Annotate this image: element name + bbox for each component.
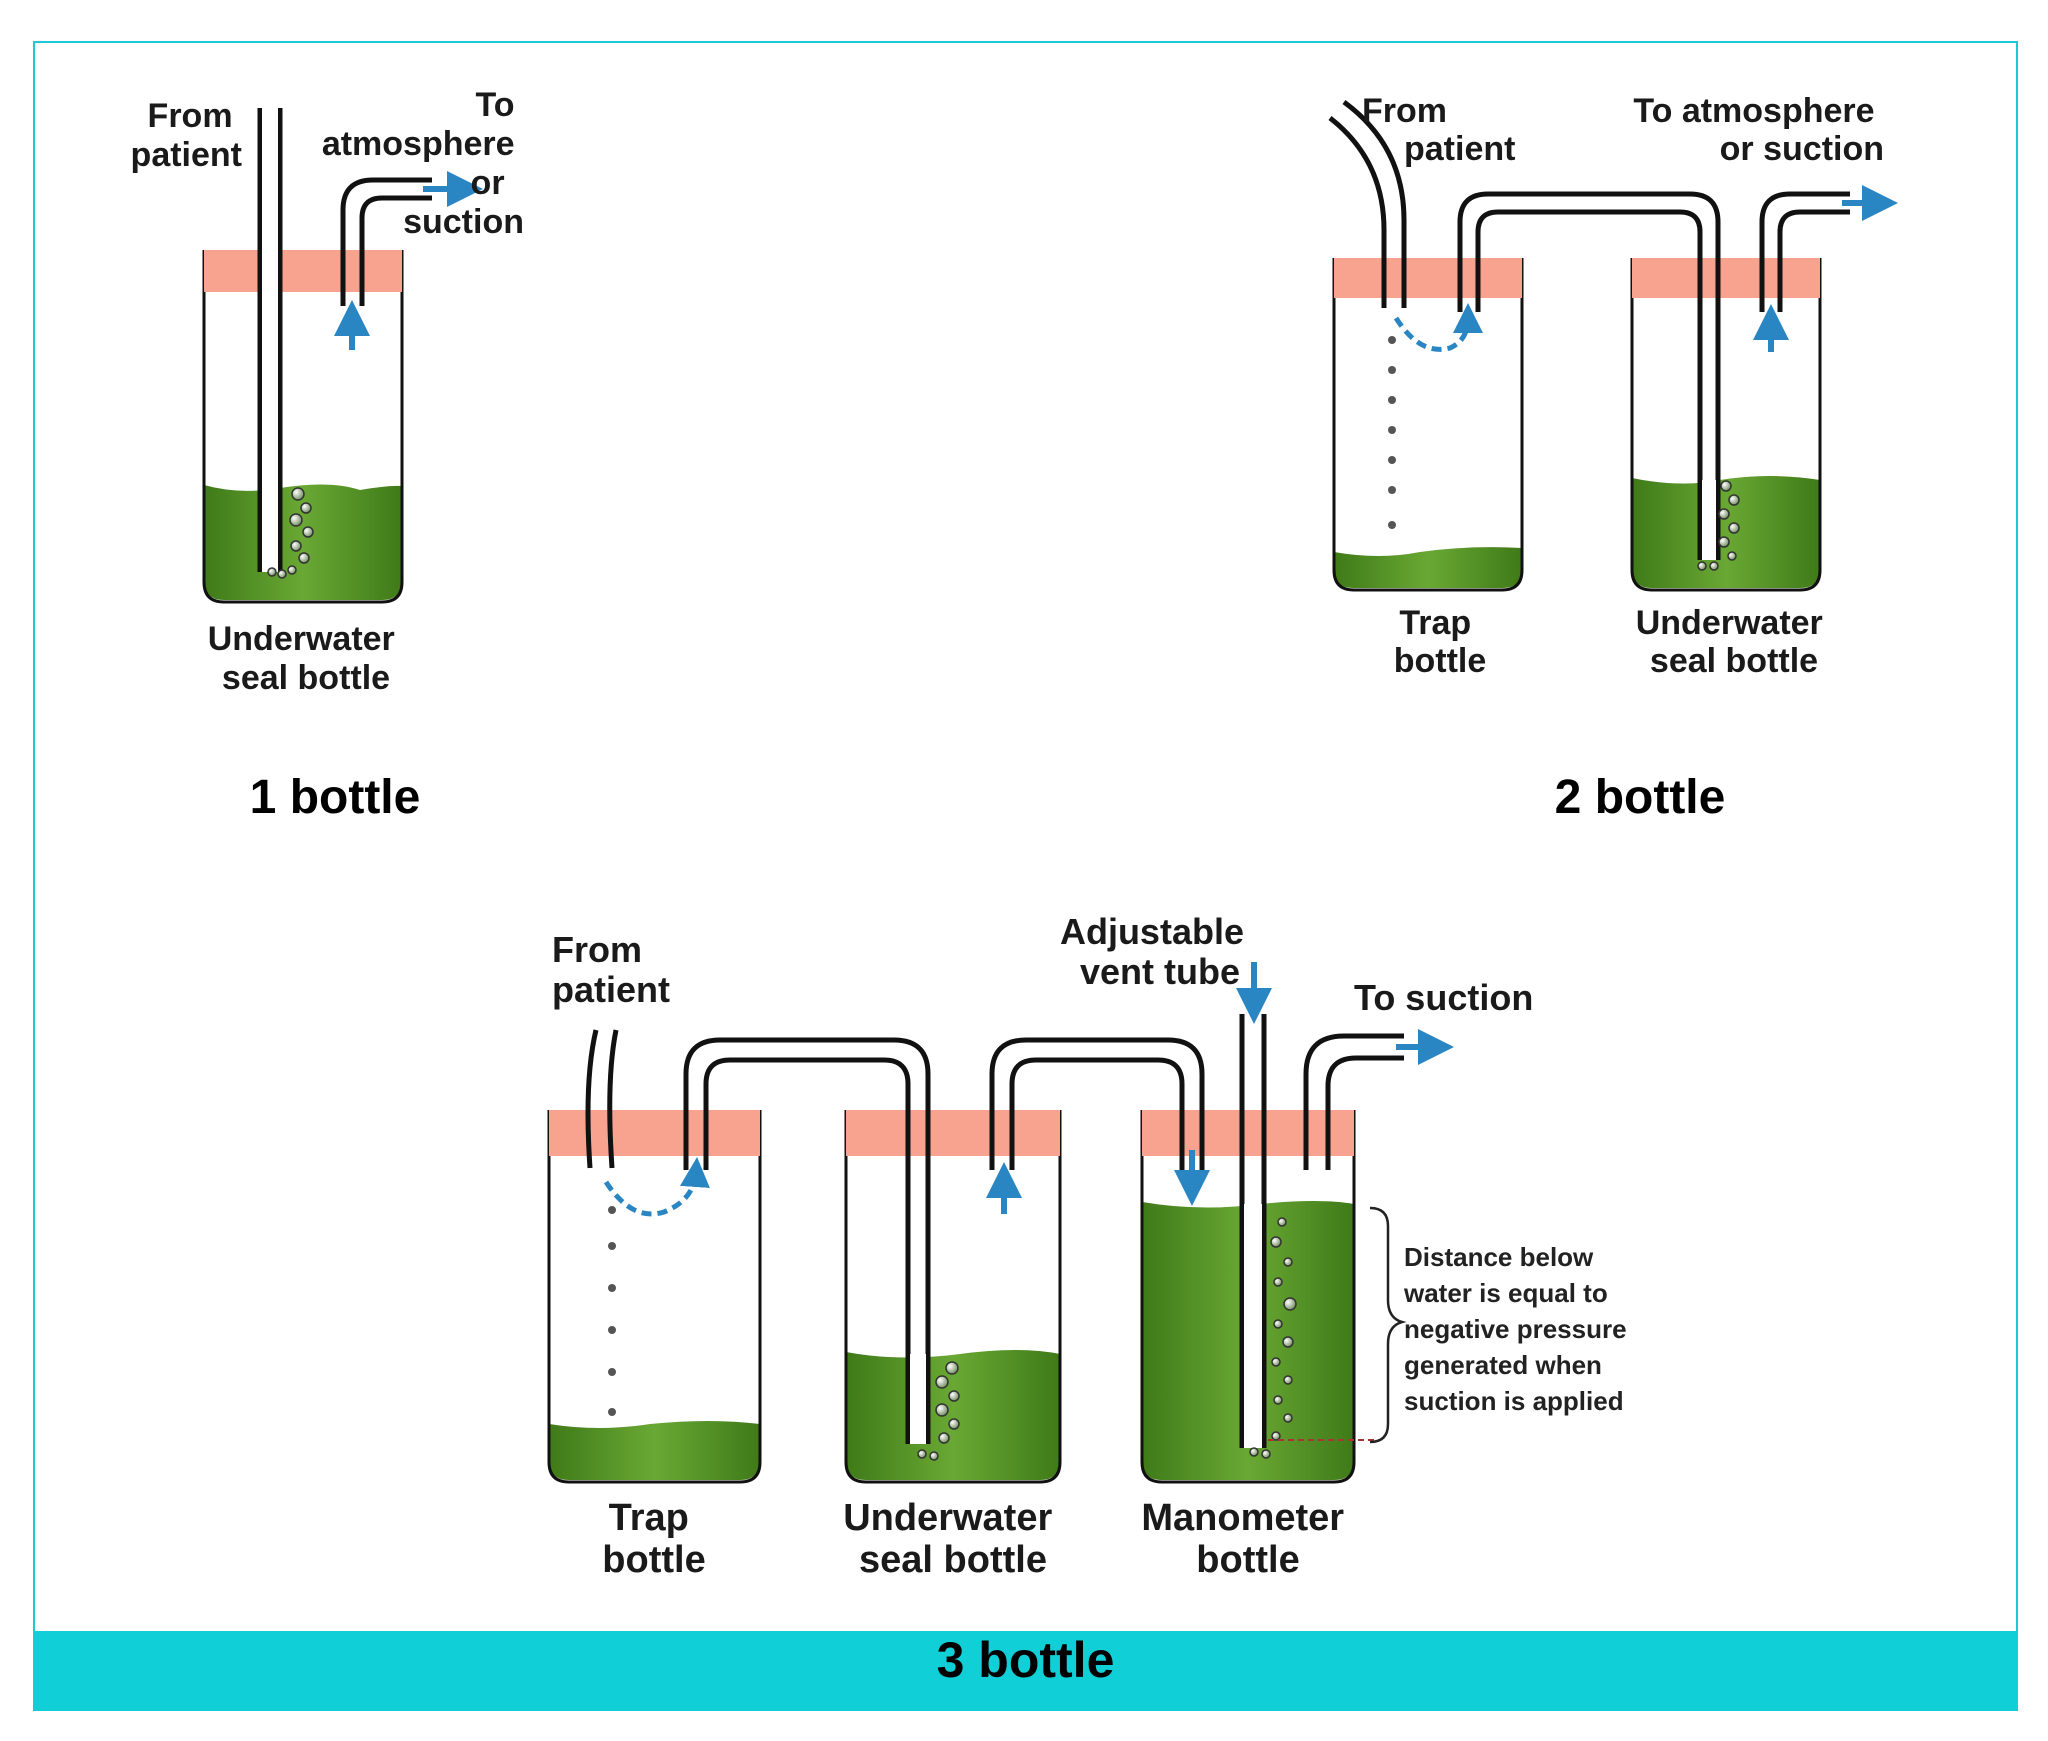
bubbles (917, 1361, 960, 1461)
bubbles (267, 487, 314, 579)
to-atmosphere-label: To atmosphere or suction (1633, 92, 1884, 168)
bottle-stopper (1632, 258, 1820, 298)
depth-brace (1369, 1206, 1407, 1444)
bottle-stopper (1334, 258, 1522, 298)
panel-caption: 2 bottle (1555, 771, 1726, 824)
from-patient-label: From patient (552, 929, 670, 1010)
seal-bottle-outline (844, 1110, 1062, 1484)
seal-bottle-label: Underwater seal bottle (1636, 604, 1833, 680)
water-fill (1334, 547, 1522, 588)
manometer-bottle-outline (1140, 1110, 1356, 1484)
panel-caption: 1 bottle (250, 771, 421, 824)
seal-bottle-outline (1630, 258, 1822, 592)
bottle-label: Underwater seal bottle (208, 620, 405, 697)
bubbles (1697, 480, 1740, 571)
to-atmosphere-label: To atmosphere or suction (322, 86, 524, 241)
droplets (1388, 336, 1396, 529)
droplets (608, 1206, 616, 1416)
dashed-flow-arrow-icon (603, 1157, 710, 1217)
caption-bar: 3 bottle (33, 1631, 2018, 1711)
water-fill (204, 484, 402, 600)
panel-3-bottle: From patient Adjustable vent tube To suc… (547, 911, 1634, 1581)
from-patient-label: From patient (1362, 92, 1515, 168)
panel-caption: 3 bottle (936, 1632, 1115, 1688)
bubbles (1249, 1217, 1297, 1459)
bottle-stopper (549, 1110, 760, 1156)
pressure-note: Distance below water is equal to negativ… (1403, 1242, 1634, 1416)
from-patient-label: From patient (131, 97, 242, 174)
water-fill (549, 1421, 760, 1480)
trap-bottle-label: Trap bottle (1394, 604, 1487, 680)
panel-1-bottle: From patient To atmosphere or suction Un… (131, 86, 524, 824)
seal-bottle-label: Underwater seal bottle (843, 1497, 1063, 1581)
bottle-stopper (846, 1110, 1060, 1156)
water-fill (1632, 476, 1820, 588)
panel-2-bottle: From patient To atmosphere or suction Tr… (1328, 92, 1898, 824)
vent-tube-label: Adjustable vent tube (1060, 911, 1254, 992)
dashed-flow-arrow-icon (1393, 303, 1483, 352)
bottle-stopper (1142, 1110, 1354, 1156)
trap-bottle-label: Trap bottle (602, 1497, 705, 1581)
bottle-stopper (204, 250, 402, 292)
trap-bottle-outline (1332, 258, 1524, 592)
to-suction-label: To suction (1354, 977, 1533, 1018)
water-fill (846, 1350, 1060, 1480)
manometer-bottle-label: Manometer bottle (1141, 1497, 1354, 1581)
trap-bottle-outline (547, 1110, 762, 1484)
bottle-outline (202, 250, 404, 604)
